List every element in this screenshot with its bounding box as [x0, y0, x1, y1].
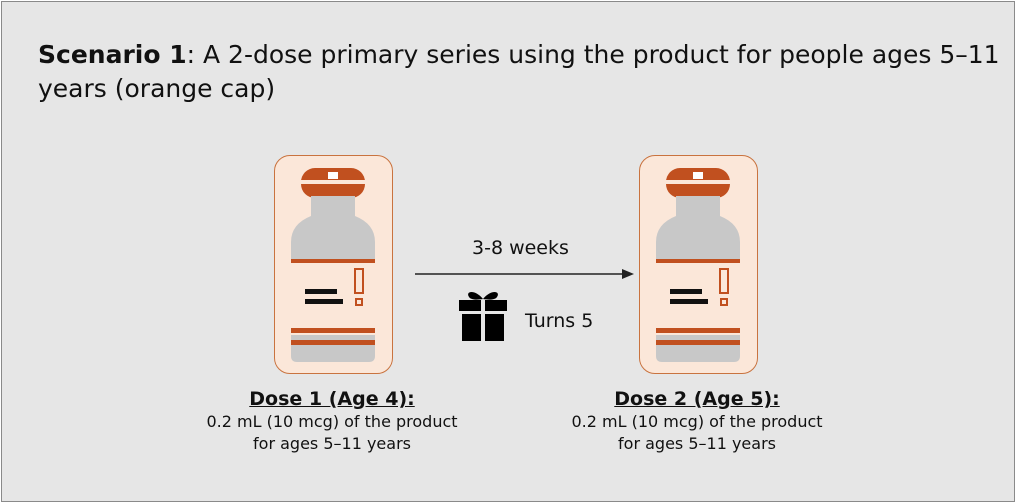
scenario-title: Scenario 1: A 2-dose primary series usin…	[38, 38, 1008, 106]
arrow-right-icon	[415, 269, 634, 279]
dose-product: for ages 5–11 years	[618, 434, 776, 453]
birthday-label: Turns 5	[525, 310, 594, 332]
scenario-title-text: : A 2-dose primary series using the prod…	[38, 40, 1000, 103]
vial-card-dose-1	[274, 155, 393, 374]
dose-product: for ages 5–11 years	[253, 434, 411, 453]
dose-amount: 0.2 mL (10 mcg) of the product	[206, 412, 458, 431]
dose-2-caption: Dose 2 (Age 5): 0.2 mL (10 mcg) of the p…	[547, 387, 847, 455]
dose-heading: Dose 2 (Age 5):	[614, 388, 780, 410]
scenario-title-bold: Scenario 1	[38, 40, 187, 69]
interval-label: 3-8 weeks	[472, 237, 569, 259]
vial-icon	[656, 168, 740, 362]
dose-heading: Dose 1 (Age 4):	[249, 388, 415, 410]
dose-amount: 0.2 mL (10 mcg) of the product	[571, 412, 823, 431]
dose-1-caption: Dose 1 (Age 4): 0.2 mL (10 mcg) of the p…	[182, 387, 482, 455]
vial-icon	[291, 168, 375, 362]
gift-icon	[459, 292, 507, 341]
vial-card-dose-2	[639, 155, 758, 374]
